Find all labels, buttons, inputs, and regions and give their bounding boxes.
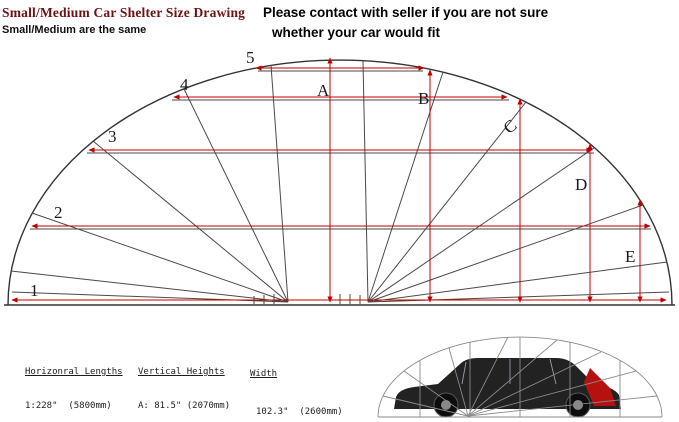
label-length-5: 5: [246, 48, 255, 67]
label-length-4: 4: [180, 75, 189, 94]
seller-notice-line1: Please contact with seller if you are no…: [263, 5, 549, 20]
car-rear-door-red: [584, 368, 616, 406]
car-illustration: [377, 336, 663, 418]
seller-notice-line2: whether your car would fit: [272, 25, 441, 40]
mini-shelter-frame: [377, 336, 663, 418]
page-subtitle: Small/Medium are the same: [2, 24, 147, 36]
vertical-heights-table: Vertical Heights A: 81.5" (2070mm) B: 80…: [138, 346, 230, 422]
width-table: Width 102.3" (2600mm): [250, 348, 343, 422]
label-length-3: 3: [108, 127, 117, 146]
table-row: 1:228" (5800mm): [25, 400, 112, 411]
vertical-heights-title: Vertical Heights: [138, 367, 225, 377]
label-height-C: C: [500, 116, 521, 138]
width-title: Width: [250, 369, 278, 379]
car-wheel-rear-hub: [573, 400, 583, 410]
label-height-B: B: [418, 89, 429, 108]
label-height-A: A: [317, 81, 330, 100]
horizontal-lengths-table: Horizonral Lengths 1:228" (5800mm) 2:200…: [25, 346, 123, 422]
page-title: Small/Medium Car Shelter Size Drawing: [2, 5, 246, 20]
shelter-arch-outline: [7, 59, 673, 306]
label-length-1: 1: [30, 281, 39, 300]
horizontal-lengths-title: Horizonral Lengths: [25, 367, 123, 377]
dimension-labels: 1 2 3 4 5 A B C D E: [30, 48, 635, 300]
label-height-E: E: [625, 247, 635, 266]
label-length-2: 2: [54, 203, 63, 222]
car-wheel-front-hub: [441, 400, 451, 410]
width-value: 102.3" (2600mm): [256, 406, 343, 417]
shelter-structure: [4, 59, 675, 306]
label-height-D: D: [575, 175, 587, 194]
dimension-lines: [11, 57, 667, 303]
table-row: A: 81.5" (2070mm): [138, 400, 231, 411]
seller-notice: Please contact with seller if you are no…: [263, 3, 548, 43]
